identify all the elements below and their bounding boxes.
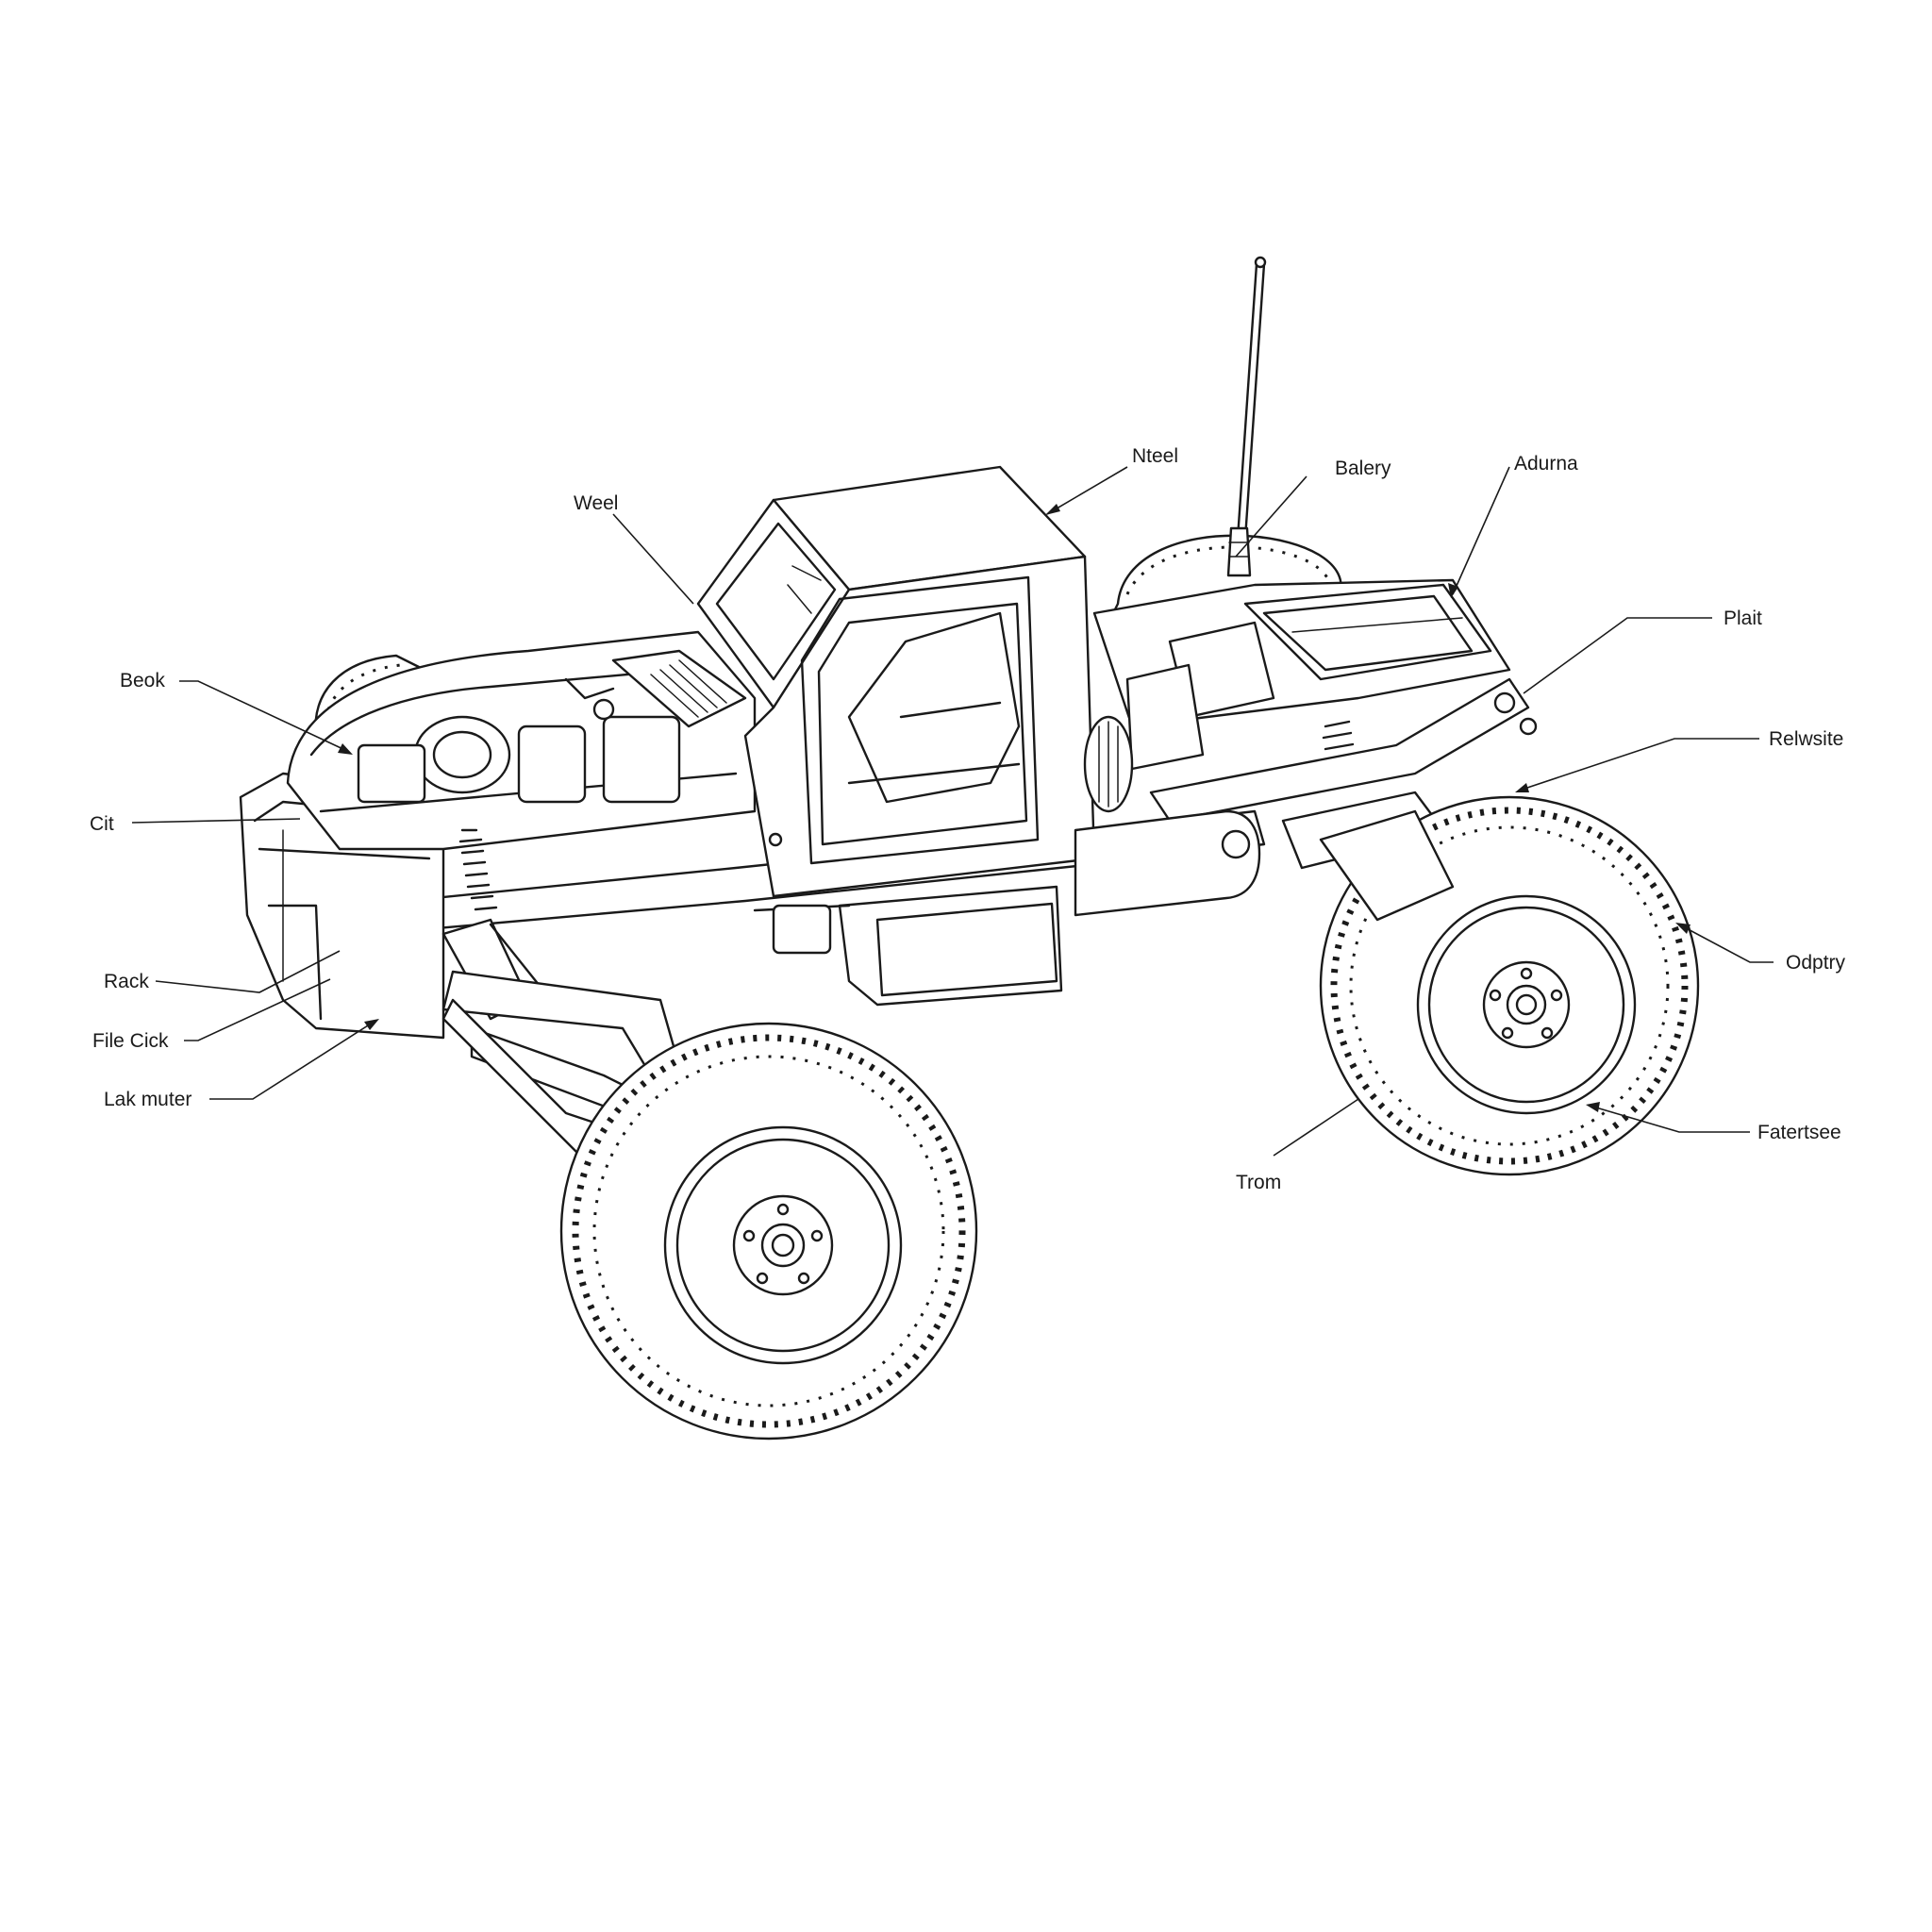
label-adurna: Adurna	[1514, 453, 1578, 475]
callout-labels: Weel Nteel Balery Adurna Beok Plait Relw…	[90, 445, 1846, 1193]
label-odptry: Odptry	[1786, 952, 1846, 974]
antenna	[1226, 256, 1267, 577]
label-fatertsee: Fatertsee	[1757, 1122, 1841, 1143]
label-nteel: Nteel	[1132, 445, 1178, 467]
rear-deck	[1074, 578, 1538, 917]
cab	[611, 465, 1096, 898]
label-plait: Plait	[1724, 608, 1762, 629]
label-trom: Trom	[1236, 1172, 1281, 1193]
label-file-cick: File Cick	[92, 1030, 169, 1052]
label-balery: Balery	[1335, 458, 1391, 479]
rear-arm	[1319, 809, 1455, 922]
label-lak-muter: Lak muter	[104, 1089, 192, 1110]
label-beok: Beok	[120, 670, 165, 691]
battery-box	[753, 885, 1063, 1007]
callout-leaders	[131, 466, 1774, 1157]
front-wheel	[559, 1022, 978, 1441]
label-relwsite: Relwsite	[1769, 728, 1843, 750]
label-cit: Cit	[90, 813, 114, 835]
label-rack: Rack	[104, 971, 149, 992]
label-weel: Weel	[574, 492, 618, 514]
